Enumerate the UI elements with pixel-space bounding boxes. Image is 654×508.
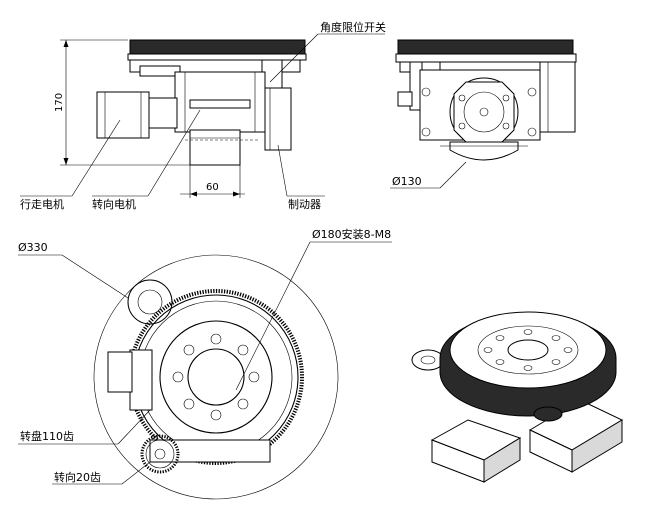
mount-holes	[172, 333, 260, 421]
label-dia-330: Ø330	[18, 241, 48, 254]
steering-gear	[140, 434, 180, 474]
turntable-gear	[128, 289, 304, 465]
label-turntable-teeth: 转盘110齿	[20, 429, 74, 443]
side-motor	[539, 61, 576, 133]
label-steering-motor: 转向电机	[92, 197, 136, 211]
front-brake	[264, 87, 292, 151]
label-dia-180-mount: Ø180安装8-M8	[312, 227, 391, 241]
label-dia-130: Ø130	[392, 175, 422, 188]
label-angle-limit-switch: 角度限位开关	[320, 20, 386, 34]
front-view	[20, 33, 385, 198]
front-wheel	[189, 129, 241, 166]
label-width-60: 60	[206, 182, 219, 193]
side-view	[390, 39, 577, 189]
label-brake: 制动器	[288, 198, 321, 211]
label-height-170: 170	[54, 93, 65, 112]
label-drive-motor: 行走电机	[20, 197, 64, 211]
iso-holes	[483, 329, 573, 371]
label-steering-teeth: 转向20齿	[54, 470, 101, 484]
side-wheel	[449, 141, 519, 161]
front-gear-ring	[129, 39, 306, 55]
front-drive-motor	[96, 91, 150, 139]
top-view	[18, 241, 392, 500]
side-gear-ring	[397, 39, 574, 55]
swept-circle	[93, 254, 339, 500]
isometric-view	[411, 311, 624, 483]
